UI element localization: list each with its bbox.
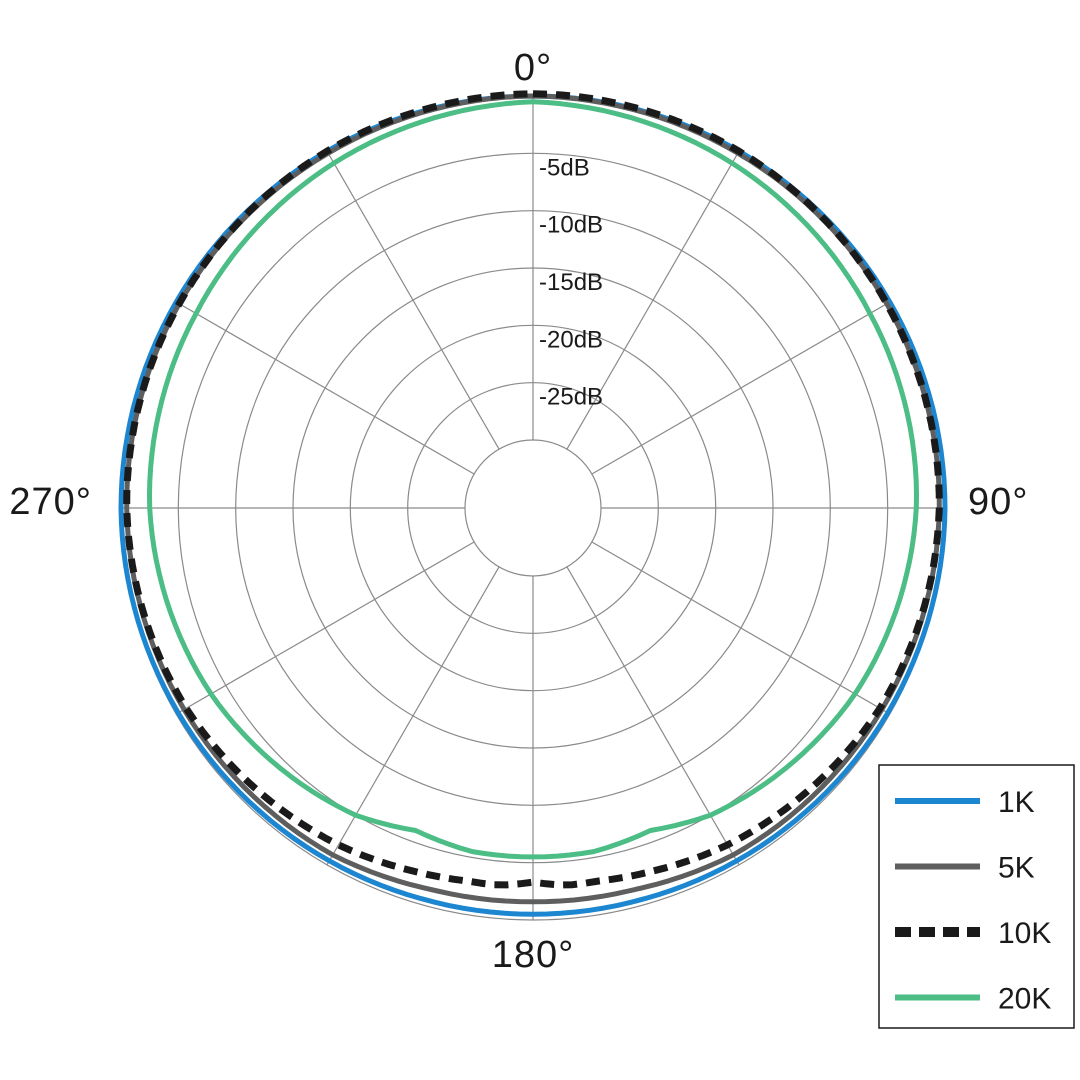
legend-label: 10K <box>998 917 1051 950</box>
grid-spoke <box>591 301 891 475</box>
radial-tick-label: -5dB <box>539 154 590 181</box>
angle-label: 270° <box>9 481 92 523</box>
grid-ring <box>464 439 602 577</box>
radial-tick-label: -15dB <box>539 269 603 296</box>
grid-spoke <box>591 541 891 715</box>
radial-tick-label: -10dB <box>539 212 603 239</box>
radial-tick-label: -25dB <box>539 384 603 411</box>
legend-label: 20K <box>998 983 1051 1016</box>
grid-spoke <box>566 150 740 450</box>
grid <box>120 95 946 921</box>
radial-labels: -5dB -10dB -15dB -20dB -25dB <box>539 154 603 410</box>
series-line-20k <box>147 99 919 860</box>
series-line-10k <box>123 90 943 889</box>
legend-label: 5K <box>998 852 1035 885</box>
legend-label: 1K <box>998 786 1035 819</box>
angle-labels: 0° 90° 180° 270° <box>9 47 1028 976</box>
angle-label: 180° <box>492 934 575 976</box>
radial-tick-label: -20dB <box>539 326 603 353</box>
legend-box <box>878 764 1075 1029</box>
legend: 1K 5K 10K 20K <box>878 764 1075 1029</box>
grid-spoke <box>326 150 500 450</box>
angle-label: 0° <box>514 47 552 89</box>
series-lines <box>118 90 948 917</box>
grid-spoke <box>175 301 475 475</box>
grid-spoke <box>175 541 475 715</box>
angle-label: 90° <box>968 481 1028 523</box>
